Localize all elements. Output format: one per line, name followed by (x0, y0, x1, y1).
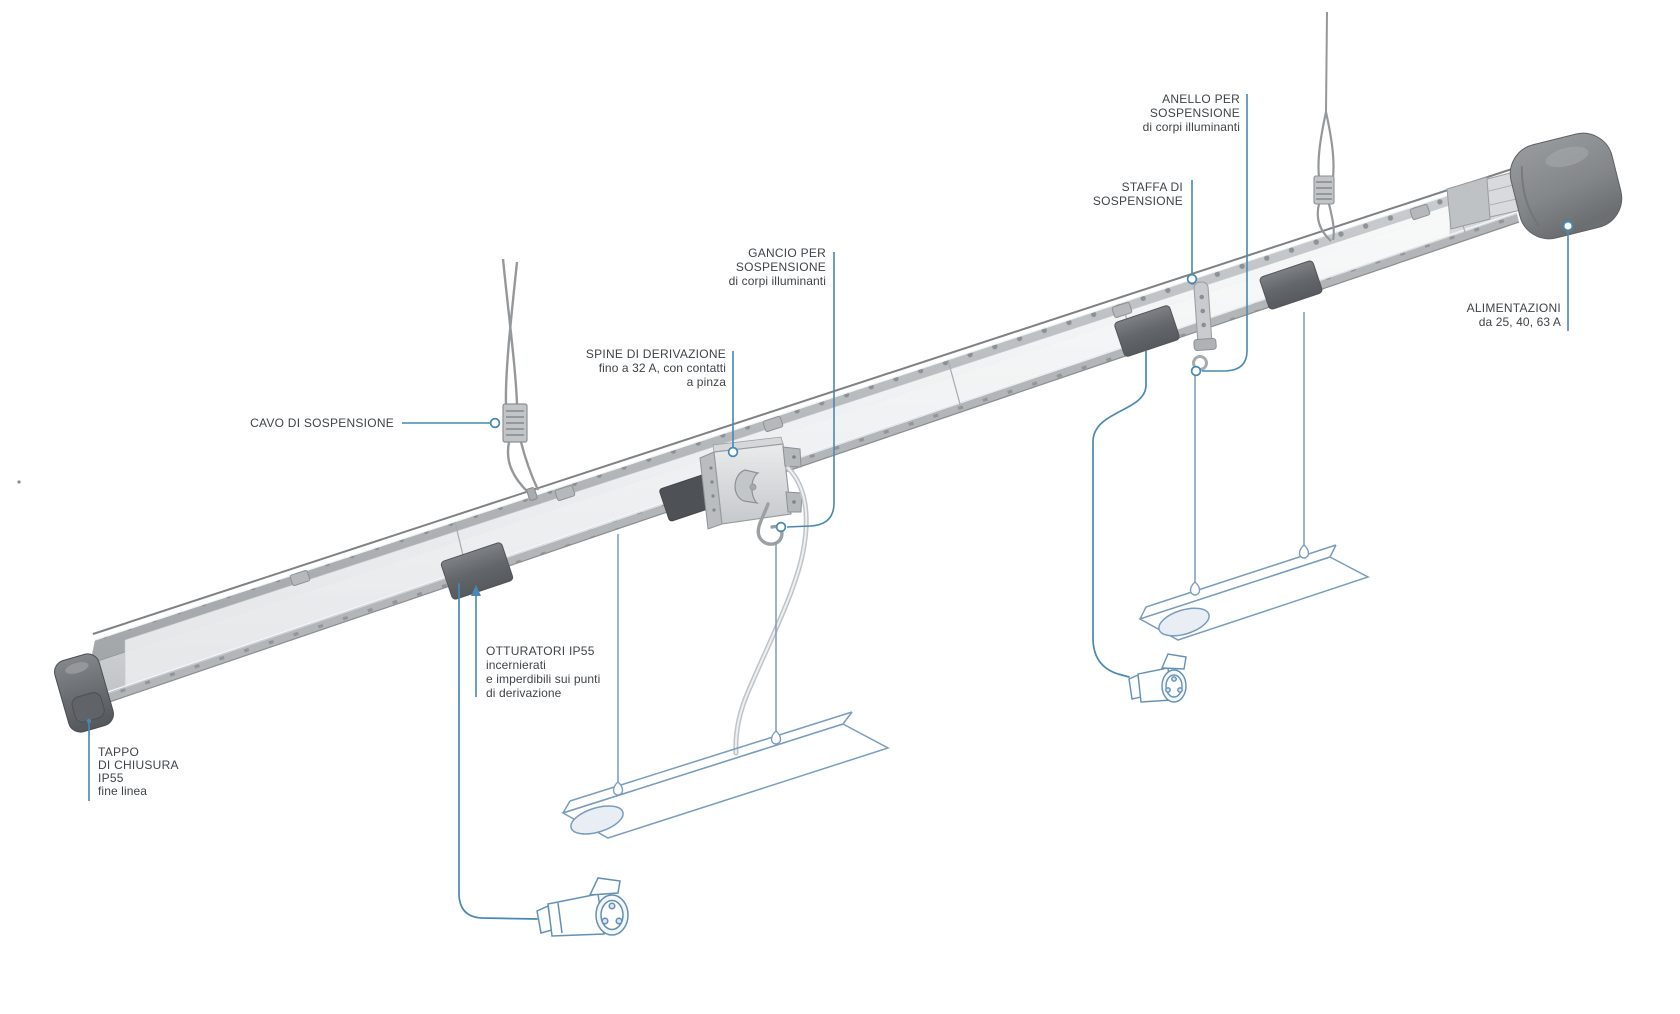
label-cavo-di-sospensione: CAVO DI SOSPENSIONE (250, 416, 394, 430)
label-gancio-per-sospensione: GANCIO PER SOSPENSIONE di corpi illumina… (729, 246, 826, 288)
end-cap-tappo (54, 653, 114, 733)
label-line: DI CHIUSURA (98, 758, 179, 772)
label-line: ANELLO PER (1162, 92, 1240, 106)
label-anello-per-sospensione: ANELLO PER SOSPENSIONE di corpi illumina… (1143, 92, 1240, 134)
power-feed-unit (1446, 132, 1623, 240)
label-alimentazioni: ALIMENTAZIONI da 25, 40, 63 A (1467, 301, 1561, 329)
label-line: ALIMENTAZIONI (1466, 301, 1561, 315)
plug-connector-icon-left (536, 877, 629, 937)
light-fixture-right (1138, 544, 1370, 641)
cable-clamp-left (502, 403, 538, 501)
label-line: STAFFA DI (1121, 180, 1183, 194)
label-line: da 25, 40, 63 A (1478, 315, 1561, 329)
label-staffa-di-sospensione: STAFFA DI SOSPENSIONE (1093, 180, 1183, 208)
pointer-lines (88, 94, 1569, 801)
label-line: SOSPENSIONE (1092, 194, 1183, 208)
suspension-cable-left (501, 258, 540, 494)
label-line: fine linea (98, 784, 148, 798)
drop-cables (458, 350, 1147, 920)
pointer-markers (86, 220, 1574, 724)
tap-off-plug-spina (699, 436, 809, 756)
label-line: di corpi illuminanti (1142, 120, 1240, 134)
teardrop-hook-icons (612, 544, 1310, 796)
suspension-cable-right (1316, 11, 1335, 242)
label-spine-di-derivazione: SPINE DI DERIVAZIONE fino a 32 A, con co… (586, 347, 726, 389)
label-line: fino a 32 A, con contatti (598, 361, 726, 375)
label-line: SPINE DI DERIVAZIONE (585, 347, 726, 361)
label-line: GANCIO PER (748, 246, 826, 260)
plug-lever (734, 469, 760, 504)
label-line: IP55 (98, 771, 124, 785)
label-line: SOSPENSIONE (735, 260, 826, 274)
label-otturatori-ip55: OTTURATORI IP55 incernierati e imperdibi… (486, 644, 600, 700)
label-line: OTTURATORI IP55 (486, 644, 595, 658)
rail-flange-clips (289, 204, 1431, 586)
cable-clamp-right (1313, 175, 1335, 205)
fixture-hanger-wires (617, 312, 1305, 782)
print-speck (17, 480, 21, 484)
label-tappo-di-chiusura: TAPPO DI CHIUSURA IP55 fine linea (98, 746, 179, 798)
label-line: SOSPENSIONE (1149, 106, 1240, 120)
label-line: di derivazione (486, 686, 562, 700)
plug-connector-icon-right (1128, 653, 1187, 703)
label-line: e imperdibili sui punti (486, 672, 601, 686)
light-fixture-left (561, 711, 890, 839)
label-line: di corpi illuminanti (728, 274, 826, 288)
label-line: TAPPO (98, 745, 140, 759)
label-line: a pinza (686, 375, 726, 389)
label-line: incernierati (486, 658, 546, 672)
label-line: CAVO DI SOSPENSIONE (250, 416, 394, 430)
